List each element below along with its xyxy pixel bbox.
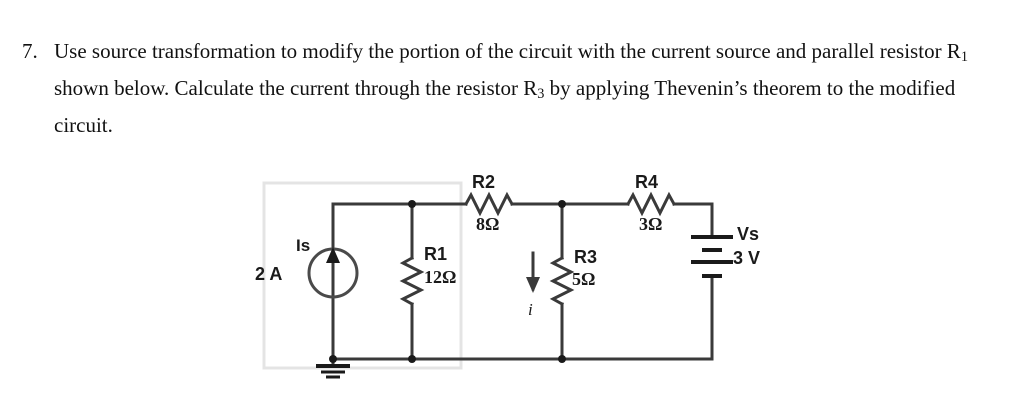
- problem-text: Use source transformation to modify the …: [54, 36, 989, 141]
- problem-text-part-2: shown below. Calculate the current throu…: [54, 76, 538, 101]
- label-r3-name: R3: [574, 247, 598, 267]
- circuit-diagram: Is 2 A R1 12Ω R2 8Ω R3 5Ω R4 3Ω Vs 3 V i: [250, 165, 770, 390]
- label-r2-value: 8Ω: [476, 214, 500, 234]
- junction-dot-r3-bottom: [558, 355, 566, 363]
- junction-dot-r1-top: [408, 200, 416, 208]
- ground-symbol: [316, 364, 350, 379]
- resistor-r2-zigzag: [463, 191, 515, 217]
- label-r3-value: 5Ω: [572, 269, 596, 289]
- problem-row: 7. Use source transformation to modify t…: [22, 36, 1002, 141]
- label-is-name: Is: [296, 236, 311, 255]
- label-vs-name: Vs: [737, 224, 760, 244]
- current-arrow-i-head: [526, 277, 540, 293]
- problem-number: 7.: [22, 39, 38, 63]
- label-vs-value: 3 V: [733, 248, 761, 268]
- circuit-schematic-svg: [262, 181, 733, 379]
- problem-text-part-1: Use source transformation to modify the …: [54, 39, 961, 63]
- label-is-value: 2 A: [255, 264, 283, 284]
- junction-dot-ground: [329, 355, 337, 363]
- label-current-i: i: [528, 300, 533, 319]
- problem-subscript-r1: 1: [960, 49, 968, 66]
- problem-statement: 7. Use source transformation to modify t…: [22, 36, 1002, 141]
- label-r2-name: R2: [472, 172, 496, 192]
- problem-text-part-3: by applying Thevenin’s theorem to the mo…: [54, 76, 956, 138]
- label-r1-name: R1: [424, 244, 448, 264]
- current-source-arrowhead: [326, 247, 340, 263]
- label-r4-value: 3Ω: [639, 214, 663, 234]
- junction-dots: [329, 200, 566, 363]
- label-r4-name: R4: [635, 172, 659, 192]
- resistor-r3-zigzag: [549, 255, 575, 307]
- junction-dot-r1-bottom: [408, 355, 416, 363]
- problem-subscript-r3: 3: [537, 86, 545, 103]
- label-r1-value: 12Ω: [424, 267, 457, 287]
- junction-dot-r3-top: [558, 200, 566, 208]
- selection-box: [262, 181, 463, 370]
- resistor-r4-zigzag: [625, 191, 677, 217]
- battery-plates: [691, 235, 733, 278]
- resistor-r1-zigzag: [399, 255, 425, 307]
